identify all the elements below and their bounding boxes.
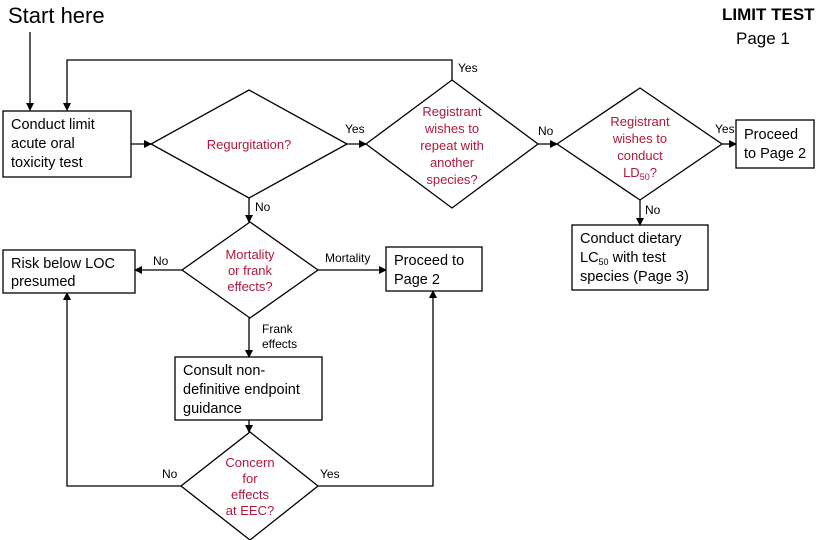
label-ld50-no: No: [645, 203, 661, 217]
decision-regurgitation: Regurgitation?: [149, 89, 349, 199]
svg-text:Regurgitation?: Regurgitation?: [207, 137, 292, 152]
label-regurg-yes: Yes: [345, 122, 365, 136]
label-mortality: Mortality: [325, 251, 370, 265]
svg-text:LD50?: LD50?: [623, 165, 657, 182]
start-here-label: Start here: [8, 3, 105, 28]
label-repeat-no: No: [538, 124, 554, 138]
label-ld50-yes: Yes: [715, 122, 735, 136]
page-number: Page 1: [736, 29, 790, 48]
repeat-yes-loop: [63, 59, 453, 111]
label-concern-yes: Yes: [320, 467, 340, 481]
arrow-concern-yes: [318, 290, 437, 487]
label-mort-no: No: [153, 254, 169, 268]
arrow-concern-no: [63, 292, 181, 487]
connectors: [26, 32, 737, 487]
label-repeat-yes: Yes: [458, 61, 478, 75]
label-concern-no: No: [162, 467, 178, 481]
page-title: LIMIT TEST: [722, 5, 815, 24]
label-regurg-no: No: [255, 200, 271, 214]
